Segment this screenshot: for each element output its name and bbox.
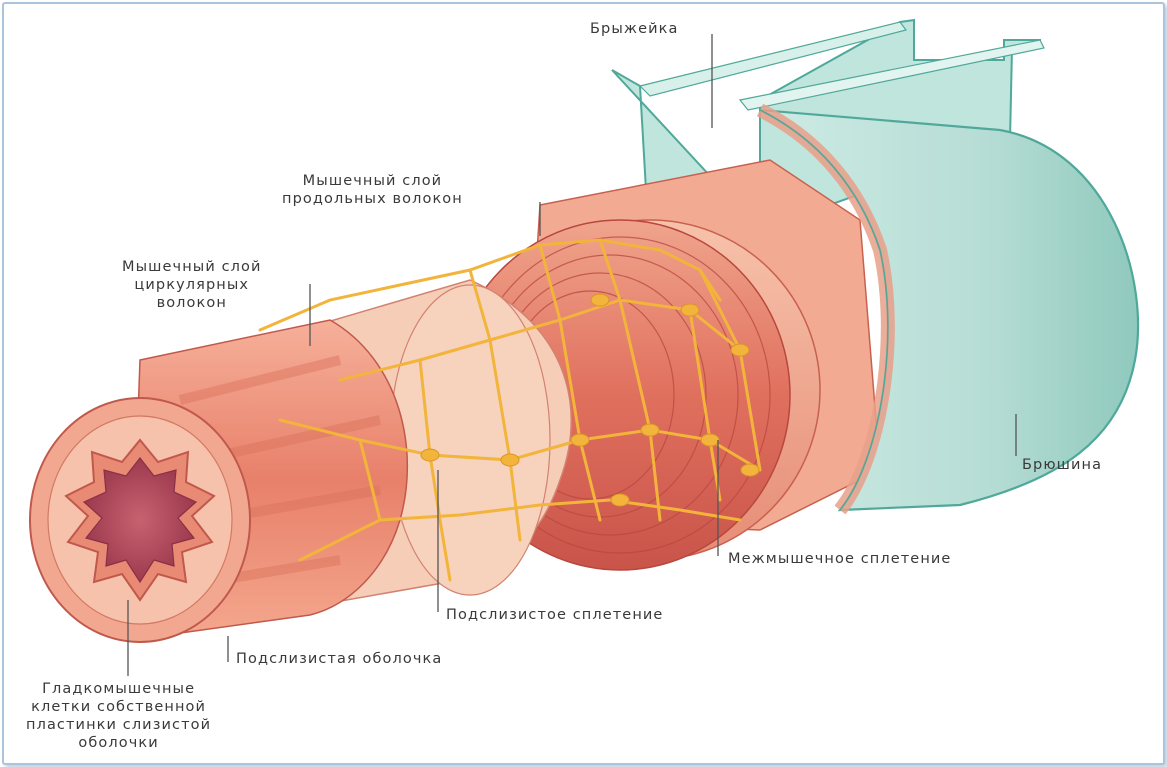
- ganglion-nodes: [420, 293, 760, 507]
- label-myenteric-plexus: Межмышечное сплетение: [728, 551, 952, 567]
- leader-lines: [127, 34, 1017, 676]
- label-longitudinal-muscle: Мышечный слой продольных волокон: [282, 172, 463, 208]
- label-smooth-muscle-line1: Гладкомышечные: [42, 681, 196, 697]
- label-submucosa: Подслизистая оболочка: [236, 651, 443, 667]
- label-longitudinal-muscle-line1: Мышечный слой: [302, 173, 443, 189]
- label-smooth-muscle-line3: пластинки слизистой: [26, 717, 212, 733]
- label-smooth-muscle-line4: оболочки: [78, 735, 159, 751]
- label-circular-muscle-line3: волокон: [156, 295, 227, 311]
- peritoneum-cylinder: [756, 103, 1140, 515]
- label-circular-muscle-line1: Мышечный слой: [122, 259, 262, 275]
- lumen: [82, 457, 198, 584]
- label-peritoneum: Брюшина: [1022, 457, 1103, 473]
- label-smooth-muscle-line2: клетки собственной: [31, 699, 207, 715]
- label-mesentery: Брыжейка: [590, 21, 679, 37]
- tube-cross-section: [29, 397, 251, 643]
- label-smooth-muscle-cells: Гладкомышечные клетки собственной пласти…: [26, 680, 211, 752]
- label-longitudinal-muscle-line2: продольных волокон: [282, 191, 463, 207]
- label-circular-muscle: Мышечный слой циркулярных волокон: [122, 258, 262, 312]
- label-submucosal-plexus: Подслизистое сплетение: [446, 607, 664, 623]
- label-circular-muscle-line2: циркулярных: [134, 277, 250, 293]
